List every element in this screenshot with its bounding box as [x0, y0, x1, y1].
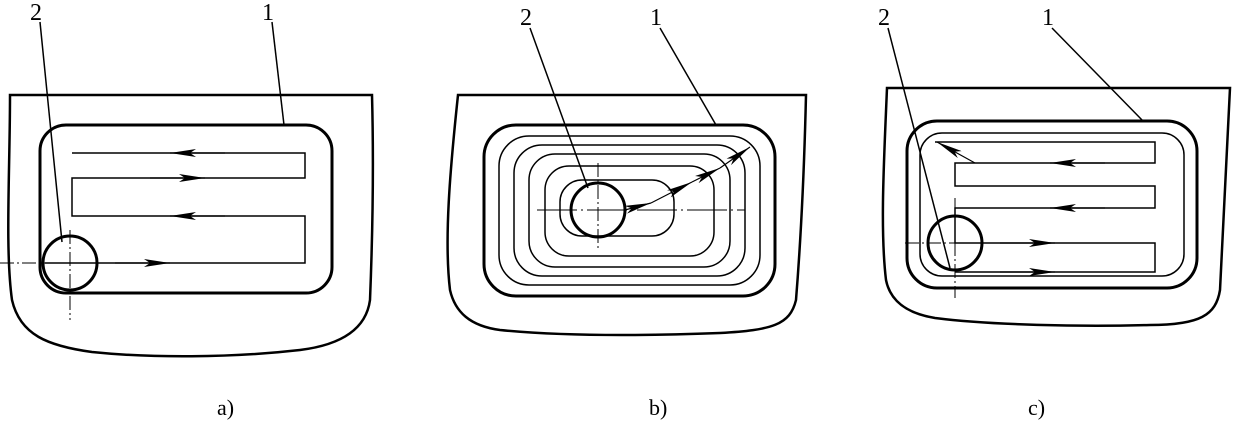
diagram-a: 2 1 a) [0, 0, 375, 420]
diagram-b: 2 1 b) [446, 5, 808, 420]
offset-path [498, 135, 761, 286]
workpiece-outline [446, 93, 808, 337]
direction-arrow [719, 146, 751, 169]
leader-line-1 [659, 27, 717, 126]
pocket-outline [482, 123, 777, 298]
diagram-caption: c) [1028, 395, 1045, 420]
callout-tool-label: 2 [878, 5, 890, 31]
leader-line-2 [39, 21, 63, 243]
callout-pocket-label: 1 [262, 0, 274, 26]
diagram-caption: b) [649, 395, 667, 420]
direction-arrow [650, 181, 693, 204]
offset-path [544, 165, 715, 257]
pocket-outline [905, 119, 1199, 290]
zigzag-toolpath [935, 141, 1156, 273]
callout-tool-label: 2 [30, 0, 42, 26]
pocket-outline [38, 123, 334, 295]
diagram-caption: a) [217, 395, 234, 420]
callout-pocket-label: 1 [650, 5, 662, 31]
contour-path [919, 132, 1185, 277]
callout-pocket-label: 1 [1042, 5, 1054, 31]
zigzag-toolpath [45, 152, 306, 264]
workpiece-outline [7, 93, 375, 358]
leader-line-2 [887, 27, 951, 269]
offset-path [559, 179, 675, 237]
offset-path [528, 153, 731, 268]
direction-arrow [936, 141, 976, 164]
diagram-c: 2 1 c) [878, 5, 1232, 420]
leader-line-1 [271, 21, 285, 126]
workpiece-outline [881, 86, 1232, 327]
direction-arrow [624, 202, 652, 214]
direction-arrow [691, 167, 721, 184]
leader-line-1 [1051, 27, 1144, 122]
callout-tool-label: 2 [520, 5, 532, 31]
leader-line-2 [529, 27, 589, 189]
